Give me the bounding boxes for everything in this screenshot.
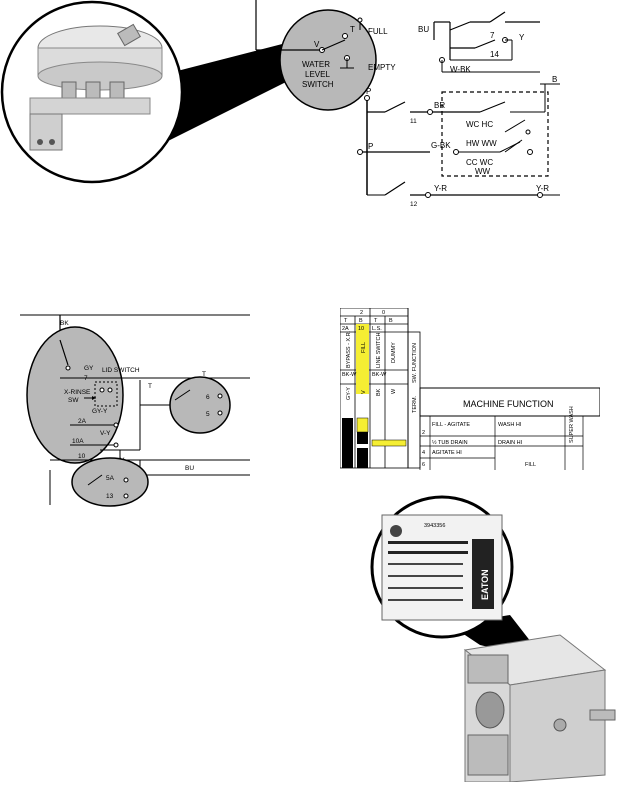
wire-gy-label: GY	[84, 365, 94, 372]
timer-body	[463, 634, 616, 783]
v-y-label: V-Y	[100, 430, 111, 437]
sub-num-t1: T	[344, 318, 348, 324]
sw-label: SW	[68, 397, 79, 404]
x-rinse-label: X-RINSE	[64, 389, 91, 396]
col-sw-function: SW. FUNCTION	[412, 343, 418, 383]
device-label-line1: WATER	[302, 60, 330, 69]
terminal-p2-label: P	[368, 142, 373, 151]
water-level-switch-diagram: V T FULL EMPTY WATER LEVEL SWITCH P BU 7…	[0, 0, 560, 208]
sub2-10: 10	[358, 326, 364, 332]
wire-t2-label: T	[148, 383, 152, 390]
part-number: 3943356	[424, 523, 445, 529]
num-7-label: 7	[490, 31, 495, 40]
wire-bk-w-2: BK-W	[372, 372, 387, 378]
mf-row6-b: FILL	[525, 462, 536, 468]
wire-br-label: BR	[434, 101, 445, 110]
timer-drawing: 3943356 EATON	[370, 495, 616, 783]
timer-chart-table: 2 0 T B T B 2A 10 L.S. BYPASS - X.R. FIL…	[339, 307, 601, 470]
water-level-switch-panel: V T FULL EMPTY WATER LEVEL SWITCH P BU 7…	[0, 0, 617, 215]
empty-label: EMPTY	[368, 63, 396, 72]
switch-wc-hc-label: WC HC	[466, 120, 493, 129]
full-label: FULL	[368, 27, 388, 36]
mf-row3-a: ½ TUB DRAIN	[432, 439, 468, 446]
edge-b-label: B	[552, 75, 557, 84]
callout-wedge	[150, 42, 290, 150]
brand-logo: EATON	[480, 569, 490, 600]
mf-row1-a: FILL - AGITATE	[432, 422, 470, 428]
gy-y-label: GY-Y	[92, 408, 108, 415]
wire-w-bk-label: W-BK	[450, 65, 471, 74]
sub2-ls: L.S.	[372, 326, 382, 332]
pressure-switch-drawing	[29, 23, 163, 151]
switch-ww-label: WW	[475, 167, 491, 176]
wire-bu-label: BU	[418, 25, 429, 34]
mf-row1-b: WASH HI	[498, 422, 522, 428]
num-10-label: 10	[78, 453, 86, 460]
temperature-selector-box	[441, 91, 549, 177]
num-12-label: 12	[410, 201, 418, 208]
wire-term: TERM.	[412, 395, 418, 413]
water-level-switch-body	[279, 9, 377, 111]
switch-cc-wc-label: CC WC	[466, 158, 493, 167]
sub-num-t2: T	[374, 318, 378, 324]
rinse-switch-body	[26, 326, 124, 464]
device-label-line3: SWITCH	[302, 80, 334, 89]
fill-valve-circuit: 11 BR P G-BK 12 Y-R Y-R B WC HC HW WW CC…	[357, 75, 560, 208]
water-valve-switch-body	[71, 457, 149, 507]
mf-row3-b: DRAIN HI	[498, 440, 523, 446]
timer-chart-panel: 2 0 T B T B 2A 10 L.S. BYPASS - X.R. FIL…	[339, 307, 601, 470]
wire-bk-label: BK	[60, 320, 69, 327]
num-7-label: 7	[84, 375, 88, 382]
wire-y-r-left-label: Y-R	[434, 184, 447, 193]
fill-column-highlight	[356, 324, 369, 384]
terminal-t-label: T	[350, 25, 355, 34]
bu-y-circuit: BU 7 Y 14 W-BK	[418, 11, 540, 74]
num-6-label: 6	[206, 394, 210, 401]
lid-switch-label: LID SWITCH	[102, 367, 140, 374]
wire-y-r-right-label: Y-R	[536, 184, 549, 193]
col-line-switch: LINE SWITCH	[376, 333, 382, 368]
terminal-v-label: V	[314, 40, 320, 49]
sub-num-b2: B	[389, 318, 393, 324]
num-5-label: 5	[206, 411, 210, 418]
wire-t-label: T	[202, 371, 206, 378]
top-num-0: 0	[382, 310, 385, 316]
wire-bk: BK	[376, 388, 382, 396]
sub2-2a: 2A	[342, 326, 349, 332]
wire-bk-w-1: BK-W	[342, 372, 357, 378]
col-bypass: BYPASS - X.R.	[346, 330, 352, 368]
rinse-switch-panel: BK GY 7 LID SWITCH T X-RINSE SW 2A GY-Y …	[20, 310, 250, 510]
top-num-2: 2	[360, 310, 363, 316]
wire-y-label: Y	[519, 33, 525, 42]
num-2a-label: 2A	[78, 418, 87, 425]
fill-column-highlight-2	[356, 384, 369, 394]
rinse-relay-body	[169, 376, 231, 434]
device-label-line2: LEVEL	[305, 70, 330, 79]
mf-num-2: 2	[422, 430, 425, 436]
switch-hw-ww-label: HW WW	[466, 139, 497, 148]
mf-row5-a: AGITATE HI	[432, 450, 462, 456]
wire-g-bk-label: G-BK	[431, 141, 451, 150]
num-11-label: 11	[410, 118, 417, 125]
col-dummy: DUMMY	[391, 342, 397, 363]
terminal-p-label: P	[366, 87, 371, 96]
wire-v: V	[361, 390, 367, 394]
col-fill: FILL	[361, 342, 367, 353]
wire-w: W	[391, 388, 397, 394]
num-14-label: 14	[490, 50, 499, 59]
num-10a-label: 10A	[72, 438, 84, 445]
num-5a-label: 5A	[106, 475, 115, 482]
num-13-label: 13	[106, 493, 114, 500]
rinse-switch-diagram: BK GY 7 LID SWITCH T X-RINSE SW 2A GY-Y …	[20, 314, 250, 507]
mf-num-6: 6	[422, 462, 425, 468]
mf-num-4: 4	[422, 450, 425, 456]
wire-gy-y: GY-Y	[346, 387, 352, 400]
wire-bu-label: BU	[185, 465, 194, 472]
super-wash-label: SUPER WASH	[569, 406, 575, 443]
machine-function-heading: MACHINE FUNCTION	[463, 399, 554, 409]
timer-panel: 3943356 EATON	[360, 495, 617, 783]
sub-num-b1: B	[359, 318, 363, 324]
